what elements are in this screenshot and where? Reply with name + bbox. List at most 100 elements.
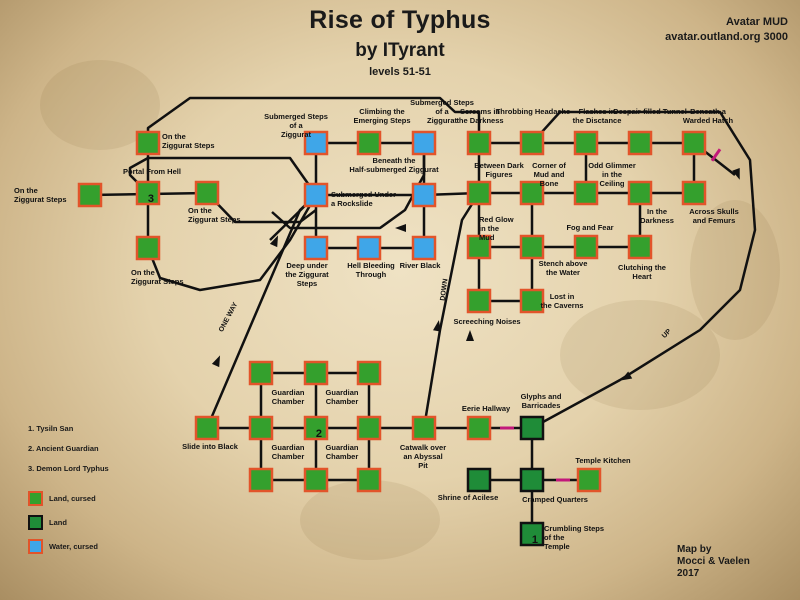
room-gc-r3c1[interactable] xyxy=(248,467,274,493)
room-gc-r3c3[interactable] xyxy=(356,467,382,493)
room-submerged-under[interactable] xyxy=(303,182,329,208)
room-tile[interactable] xyxy=(519,288,545,314)
room-tile[interactable] xyxy=(194,415,220,441)
room-tile[interactable] xyxy=(135,235,161,261)
room-screeching[interactable] xyxy=(466,288,492,314)
room-tile[interactable] xyxy=(248,360,274,386)
room-in-darkness[interactable] xyxy=(627,180,653,206)
room-tile[interactable] xyxy=(466,288,492,314)
room-tile[interactable] xyxy=(303,130,329,156)
room-crumbling[interactable]: 1 xyxy=(519,521,545,547)
room-gc-r2c3[interactable] xyxy=(356,415,382,441)
room-tile[interactable] xyxy=(519,415,545,441)
credit-line: 2017 xyxy=(677,568,700,579)
room-tile[interactable] xyxy=(303,415,329,441)
legend-key-land: Land xyxy=(28,510,178,534)
room-climbing[interactable] xyxy=(356,130,382,156)
room-tile[interactable] xyxy=(519,467,545,493)
room-tile[interactable] xyxy=(411,130,437,156)
room-screams[interactable] xyxy=(466,130,492,156)
room-tile[interactable] xyxy=(576,467,602,493)
room-hell-bleeding[interactable] xyxy=(356,235,382,261)
room-tile[interactable] xyxy=(356,415,382,441)
room-tile[interactable] xyxy=(627,180,653,206)
room-eerie[interactable] xyxy=(466,415,492,441)
room-tile[interactable] xyxy=(573,130,599,156)
room-tile[interactable] xyxy=(519,180,545,206)
room-tile[interactable] xyxy=(303,360,329,386)
room-gc-r3c2[interactable] xyxy=(303,467,329,493)
room-clutching[interactable] xyxy=(627,234,653,260)
room-tile[interactable] xyxy=(627,130,653,156)
room-tile[interactable] xyxy=(411,182,437,208)
room-tile[interactable] xyxy=(466,415,492,441)
room-tile[interactable] xyxy=(135,130,161,156)
room-despair[interactable] xyxy=(627,130,653,156)
room-tile[interactable] xyxy=(356,360,382,386)
room-zig-east[interactable] xyxy=(194,180,220,206)
room-tile[interactable] xyxy=(135,180,161,206)
room-kitchen[interactable] xyxy=(576,467,602,493)
room-slide-black[interactable] xyxy=(194,415,220,441)
room-tile[interactable] xyxy=(77,182,103,208)
room-throbbing[interactable] xyxy=(519,130,545,156)
room-tile[interactable] xyxy=(573,180,599,206)
room-river-black[interactable] xyxy=(411,235,437,261)
room-tile[interactable] xyxy=(411,235,437,261)
room-tile[interactable] xyxy=(519,234,545,260)
room-shrine[interactable] xyxy=(466,467,492,493)
room-tile[interactable] xyxy=(194,180,220,206)
room-tile[interactable] xyxy=(681,130,707,156)
room-tile[interactable] xyxy=(248,415,274,441)
room-gc-r2c1[interactable] xyxy=(248,415,274,441)
room-across-skulls[interactable] xyxy=(681,180,707,206)
room-tile[interactable] xyxy=(466,130,492,156)
room-submerged-steps[interactable] xyxy=(303,130,329,156)
room-label: Throbbing Headache xyxy=(496,107,571,116)
room-portal[interactable]: 3 xyxy=(135,180,161,206)
room-tile[interactable] xyxy=(573,234,599,260)
room-tile[interactable] xyxy=(303,182,329,208)
room-warded-hatch[interactable] xyxy=(681,130,707,156)
room-lost-caverns[interactable] xyxy=(519,288,545,314)
room-tile[interactable] xyxy=(519,130,545,156)
room-zig-bottom[interactable] xyxy=(135,235,161,261)
room-tile[interactable] xyxy=(681,180,707,206)
room-stench[interactable] xyxy=(519,234,545,260)
room-tile[interactable] xyxy=(303,235,329,261)
room-tile[interactable] xyxy=(466,180,492,206)
room-tile[interactable] xyxy=(356,467,382,493)
room-tile[interactable] xyxy=(303,467,329,493)
room-tile[interactable] xyxy=(356,235,382,261)
room-gc-r1c2[interactable] xyxy=(303,360,329,386)
room-gc-r1c3[interactable] xyxy=(356,360,382,386)
room-tile[interactable] xyxy=(627,234,653,260)
room-cramped[interactable] xyxy=(519,467,545,493)
room-catwalk[interactable] xyxy=(411,415,437,441)
room-tile[interactable] xyxy=(466,467,492,493)
room-gc-center[interactable]: 2 xyxy=(303,415,329,441)
room-beneath-half[interactable] xyxy=(411,182,437,208)
room-tile[interactable] xyxy=(466,234,492,260)
one-way-arrow xyxy=(732,167,740,180)
room-deep-under[interactable] xyxy=(303,235,329,261)
room-submerged-steps2[interactable] xyxy=(411,130,437,156)
room-gc-r1c1[interactable] xyxy=(248,360,274,386)
room-tile[interactable] xyxy=(248,467,274,493)
room-flashes[interactable] xyxy=(573,130,599,156)
room-between-dark[interactable] xyxy=(466,180,492,206)
room-red-glow[interactable] xyxy=(466,234,492,260)
room-corner-mud[interactable] xyxy=(519,180,545,206)
room-fog-fear[interactable] xyxy=(573,234,599,260)
room-zig-top[interactable] xyxy=(135,130,161,156)
credit-line: Mocci & Vaelen xyxy=(677,556,750,567)
room-odd-glimmer[interactable] xyxy=(573,180,599,206)
room-tile[interactable] xyxy=(411,415,437,441)
room-zig-west[interactable] xyxy=(77,182,103,208)
room-tile[interactable] xyxy=(519,521,545,547)
room-glyphs[interactable] xyxy=(519,415,545,441)
room-tile[interactable] xyxy=(356,130,382,156)
